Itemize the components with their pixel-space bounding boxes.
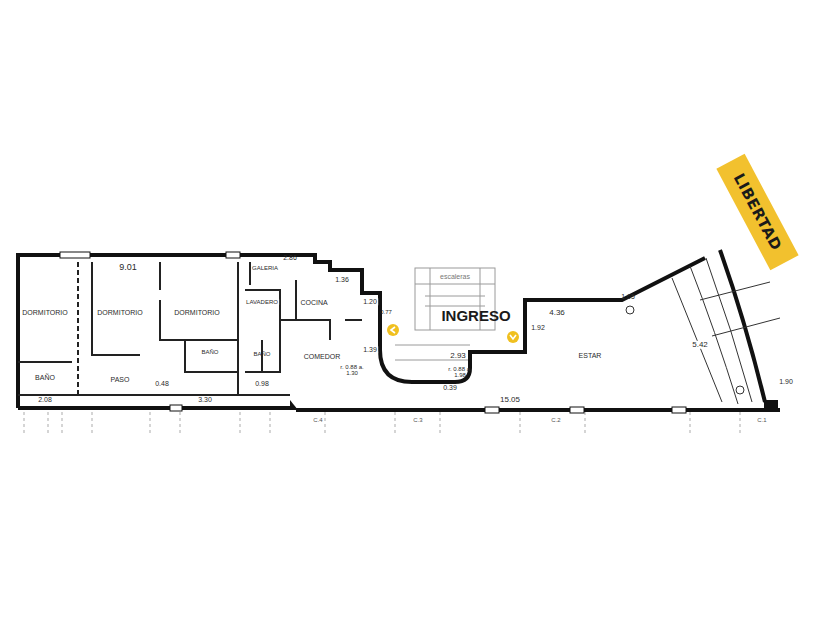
plan-label: BAÑO xyxy=(34,374,56,381)
plan-label: 9.01 xyxy=(118,263,138,272)
plan-label: C.1 xyxy=(756,417,767,423)
plan-label: COCINA xyxy=(299,299,328,306)
plan-label: r. 0.88 a. 1.98 xyxy=(442,366,478,379)
plan-label: BAÑO xyxy=(200,349,219,355)
plan-label: escaleras xyxy=(439,273,471,280)
plan-label: 2.93 xyxy=(449,352,467,360)
plan-label: 1.65 xyxy=(620,293,636,300)
plan-label: PASO xyxy=(110,376,131,383)
plan-label: LAVADERO xyxy=(245,299,279,305)
plan-label: 4.36 xyxy=(548,309,566,317)
plan-label: DORMITORIO xyxy=(21,309,68,316)
plan-label: GALERIA xyxy=(251,265,279,271)
plan-label: 1.90 xyxy=(778,378,794,385)
plan-label: 1.36 xyxy=(334,276,350,283)
plan-label: DORMITORIO xyxy=(96,309,143,316)
plan-label: r. 0.88 a. 1.30 xyxy=(334,364,370,377)
plan-label: COMEDOR xyxy=(303,353,342,360)
plan-label: BAÑO xyxy=(252,351,271,357)
plan-label: C.4 xyxy=(312,417,323,423)
plan-label: 2.86 xyxy=(282,254,298,261)
plan-label: 0.98 xyxy=(254,380,270,387)
plan-label: C.3 xyxy=(412,417,423,423)
plan-label: 0.77 xyxy=(379,309,393,315)
street-band: LIBERTAD xyxy=(716,154,798,271)
plan-label: DORMITORIO xyxy=(173,309,220,316)
plan-label: 3.30 xyxy=(197,396,213,403)
plan-label: ESTAR xyxy=(578,352,603,359)
plan-label: 1.20 xyxy=(362,298,378,305)
plan-label: 0.48 xyxy=(154,380,170,387)
plan-label: 5.42 xyxy=(691,341,709,349)
plan-label: 1.92 xyxy=(530,324,546,331)
plan-label: 2.08 xyxy=(37,396,53,403)
plan-label: 0.39 xyxy=(442,384,458,391)
plan-label: C.2 xyxy=(550,417,561,423)
entry-label: INGRESO xyxy=(440,308,511,324)
street-name: LIBERTAD xyxy=(729,170,785,253)
plan-label: 15.05 xyxy=(499,396,521,404)
plan-label: 1.39 xyxy=(362,346,378,353)
